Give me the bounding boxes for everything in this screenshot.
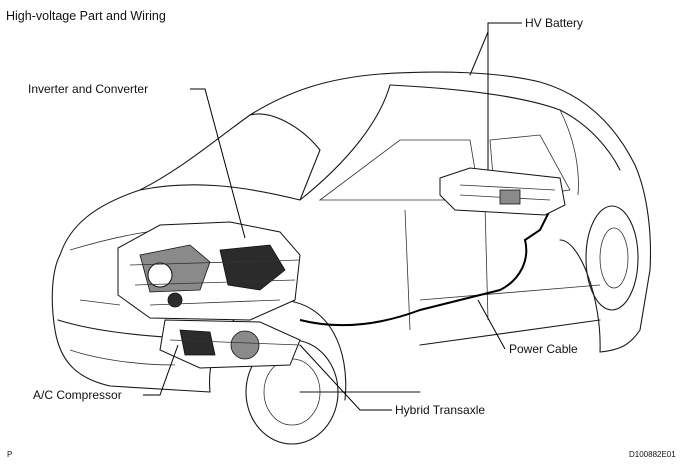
leader-hv-battery xyxy=(487,22,522,170)
figure-code: D100882E01 xyxy=(629,450,676,459)
rear-wheel xyxy=(559,205,639,353)
label-hv-battery: HV Battery xyxy=(525,16,584,30)
leader-inverter xyxy=(190,88,246,239)
antenna xyxy=(469,31,489,76)
label-inverter-converter: Inverter and Converter xyxy=(28,82,149,96)
leader-power-cable xyxy=(477,299,506,350)
hv-battery-pack xyxy=(439,167,566,216)
label-hybrid-transaxle: Hybrid Transaxle xyxy=(395,403,486,417)
label-power-cable: Power Cable xyxy=(509,342,578,356)
label-ac-compressor: A/C Compressor xyxy=(33,388,122,402)
leader-ac-compressor xyxy=(143,344,179,396)
engine-bay xyxy=(117,221,301,369)
leader-hybrid-transaxle xyxy=(299,344,392,411)
diagram-title: High-voltage Part and Wiring xyxy=(6,9,166,23)
power-cable-path xyxy=(299,209,551,327)
page-mark: P xyxy=(7,450,13,459)
